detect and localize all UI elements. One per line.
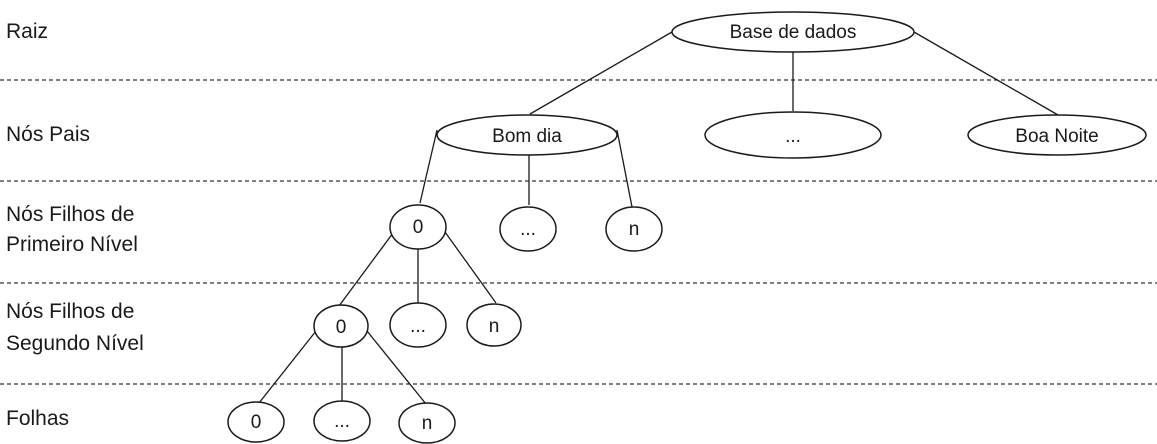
node-parent-boa-noite: Boa Noite xyxy=(967,114,1147,156)
node-parent-ellipsis-label: ... xyxy=(785,126,801,147)
edge xyxy=(338,232,394,307)
node-parent-boa-noite-label: Boa Noite xyxy=(1015,126,1098,147)
node-second-ellipsis: ... xyxy=(389,302,447,348)
node-second-0-label: 0 xyxy=(336,317,347,338)
edge xyxy=(419,129,438,204)
node-leaf-ellipsis: ... xyxy=(313,400,371,442)
node-second-n-label: n xyxy=(489,316,500,337)
level-label-root: Raiz xyxy=(6,20,49,43)
node-root-label: Base de dados xyxy=(730,22,857,43)
edge xyxy=(913,31,1059,116)
node-leaf-ellipsis-label: ... xyxy=(334,411,350,432)
node-second-n: n xyxy=(466,303,522,347)
node-parent-bom-dia: Bom dia xyxy=(436,114,618,156)
node-parent-ellipsis: ... xyxy=(704,111,882,159)
node-parent-bom-dia-label: Bom dia xyxy=(492,126,562,147)
level-label-leaves: Folhas xyxy=(6,407,70,430)
edge xyxy=(529,31,673,115)
node-leaf-0-label: 0 xyxy=(251,412,262,433)
node-first-n: n xyxy=(605,206,663,252)
node-first-ellipsis-label: ... xyxy=(520,219,536,240)
node-first-ellipsis: ... xyxy=(499,206,557,252)
edge xyxy=(444,231,497,304)
node-first-0-label: 0 xyxy=(413,217,424,238)
node-second-0: 0 xyxy=(313,304,369,348)
node-leaf-n-label: n xyxy=(422,413,433,434)
node-first-0: 0 xyxy=(389,204,447,250)
node-second-ellipsis-label: ... xyxy=(410,316,426,337)
edge xyxy=(258,330,317,404)
node-root: Base de dados xyxy=(671,11,915,53)
node-leaf-0: 0 xyxy=(227,401,285,443)
level-label-second-children-line2: Segundo Nível xyxy=(6,332,144,355)
level-label-parents: Nós Pais xyxy=(6,123,91,146)
level-label-first-children-line2: Primeiro Nível xyxy=(6,233,138,256)
node-first-n-label: n xyxy=(629,219,640,240)
level-label-second-children-line1: Nós Filhos de xyxy=(6,300,135,323)
level-label-first-children-line1: Nós Filhos de xyxy=(6,203,135,226)
edge xyxy=(616,129,633,208)
edge xyxy=(366,330,427,405)
node-leaf-n: n xyxy=(398,402,456,444)
